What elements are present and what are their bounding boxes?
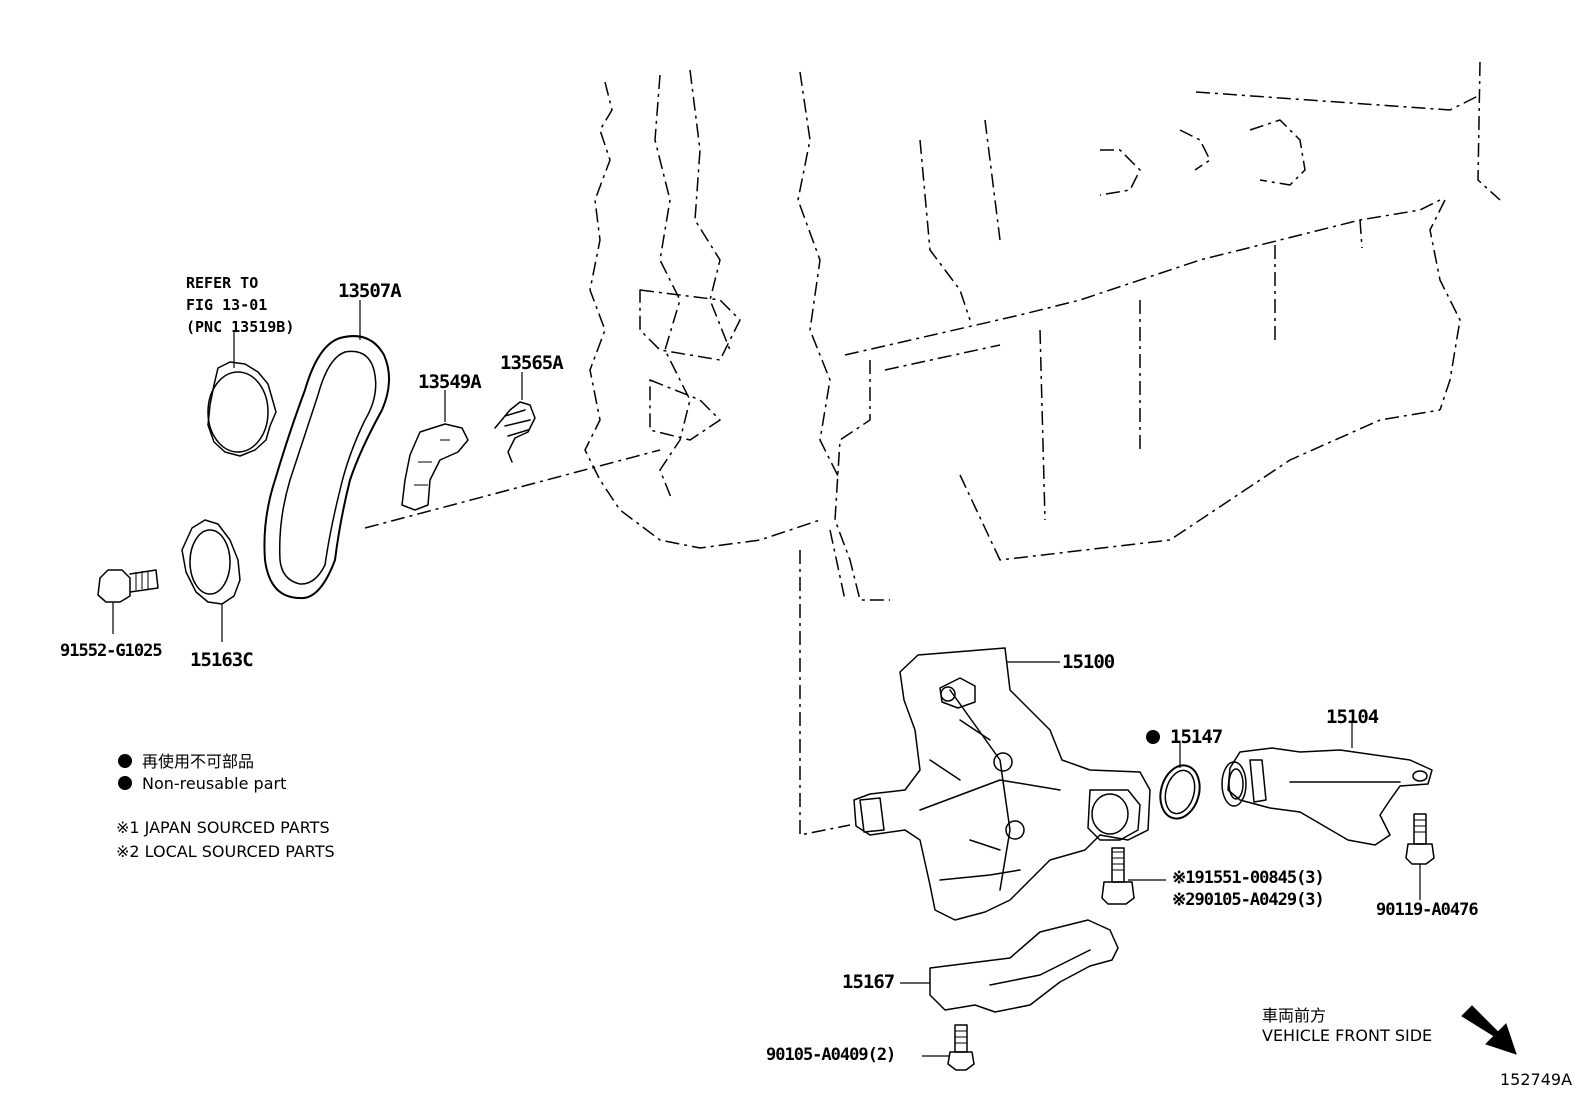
- engine-block-outline: [364, 61, 1501, 836]
- legend-japan-sourced: ※1 JAPAN SOURCED PARTS: [116, 818, 330, 837]
- bolt-baffle-drawing: [922, 1024, 975, 1071]
- label-bolt-b: ※290105-A0429(3): [1172, 890, 1325, 910]
- refer-line3: (PNC 13519B): [186, 318, 295, 336]
- label-bolt-a: ※191551-00845(3): [1172, 868, 1325, 888]
- label-tensioner-slipper: 13549A: [418, 371, 482, 393]
- spring-drawing: [494, 372, 536, 463]
- sprocket-lower-drawing: [181, 519, 241, 642]
- front-direction-arrow-icon: [1461, 1005, 1517, 1055]
- timing-chain-drawing: [263, 300, 390, 600]
- non-reusable-dot-icon: [1146, 730, 1160, 744]
- o-ring-drawing: [1159, 742, 1201, 820]
- legend-dot-icon: [118, 776, 132, 790]
- label-sprocket: 15163C: [190, 649, 254, 671]
- strainer-drawing: [1221, 722, 1433, 846]
- oil-pump-drawing: [853, 647, 1151, 921]
- tensioner-slipper-drawing: [401, 390, 469, 511]
- sprocket-upper-drawing: [207, 330, 277, 457]
- bolt-pump-drawing: [1101, 847, 1166, 905]
- legend-non-reusable-jp: 再使用不可部品: [118, 748, 254, 772]
- label-chain: 13507A: [338, 280, 402, 302]
- label-bolt-baffle: 90105-A0409(2): [766, 1045, 896, 1065]
- refer-line2: FIG 13-01: [186, 296, 268, 314]
- label-o-ring: 15147: [1146, 726, 1223, 748]
- label-bolt-sprocket: 91552-G1025: [60, 641, 163, 661]
- label-oil-pump: 15100: [1062, 651, 1115, 673]
- direction-jp: 車両前方: [1262, 1006, 1327, 1025]
- bolt-strainer-drawing: [1405, 813, 1435, 900]
- label-strainer: 15104: [1326, 706, 1379, 728]
- label-bolt-strainer: 90119-A0476: [1376, 900, 1479, 920]
- direction-en: VEHICLE FRONT SIDE: [1262, 1026, 1433, 1045]
- figure-id: 152749A: [1500, 1070, 1573, 1089]
- label-spring: 13565A: [500, 352, 564, 374]
- label-baffle: 15167: [842, 971, 895, 993]
- legend-local-sourced: ※2 LOCAL SOURCED PARTS: [116, 842, 335, 861]
- legend-dot-icon: [118, 754, 132, 768]
- refer-line1: REFER TO: [186, 274, 259, 292]
- baffle-plate-drawing: [900, 919, 1119, 1013]
- bolt-sprocket-drawing: [97, 569, 159, 634]
- legend-non-reusable-en: Non-reusable part: [118, 774, 286, 793]
